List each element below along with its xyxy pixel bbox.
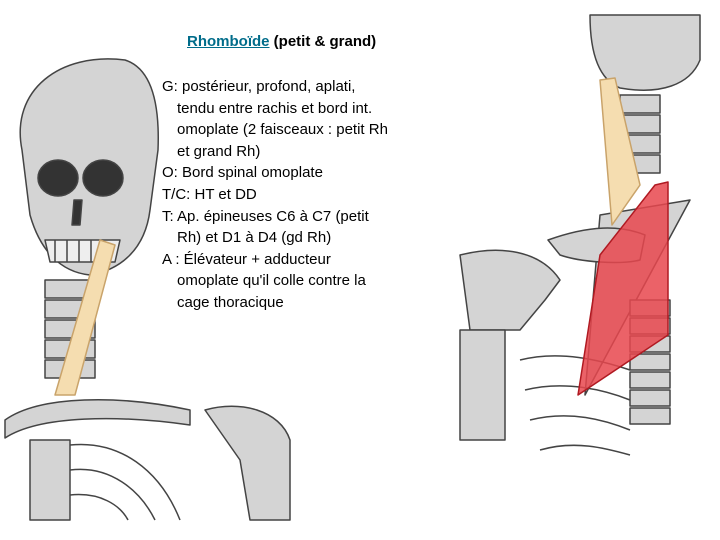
text-line-action-cont: omoplate qu'il colle contre la — [177, 272, 366, 290]
text-line-general: G: postérieur, profond, aplati, — [162, 78, 356, 95]
text-line-terminaison-cont: Rh) et D1 à D4 (gd Rh) — [177, 229, 332, 247]
slide-title: Rhomboïde (petit & grand) — [187, 33, 376, 50]
text-line-action-cont: cage thoracique — [177, 293, 284, 311]
text-line-general-cont: tendu entre rachis et bord int. — [177, 99, 373, 117]
rib-cage-front — [29, 439, 181, 521]
text-line-terminaison: T: Ap. épineuses C6 à C7 (petit — [162, 207, 369, 225]
text-line-trajet: T/C: HT et DD — [162, 185, 257, 203]
text-line-origin: O: Bord spinal omoplate — [162, 164, 323, 182]
text-line-action: A : Élévateur + adducteur — [162, 250, 331, 268]
rhomboid-muscle — [577, 181, 669, 396]
shoulder-girdle-front — [4, 399, 291, 521]
description-text: G: postérieur, profond, aplati, tendu en… — [162, 76, 452, 314]
text-line-general-cont: et grand Rh) — [177, 142, 261, 160]
humerus-back — [459, 249, 561, 441]
title-link-rhomboide[interactable]: Rhomboïde — [187, 33, 270, 50]
skull-front-view — [19, 58, 159, 276]
title-subtitle: (petit & grand) — [269, 33, 377, 50]
skull-back-view — [589, 14, 701, 91]
levator-scapulae-muscle-back — [599, 77, 641, 226]
levator-scapulae-muscle-front — [54, 239, 116, 396]
text-line-general-cont: omoplate (2 faisceaux : petit Rh — [177, 121, 388, 139]
